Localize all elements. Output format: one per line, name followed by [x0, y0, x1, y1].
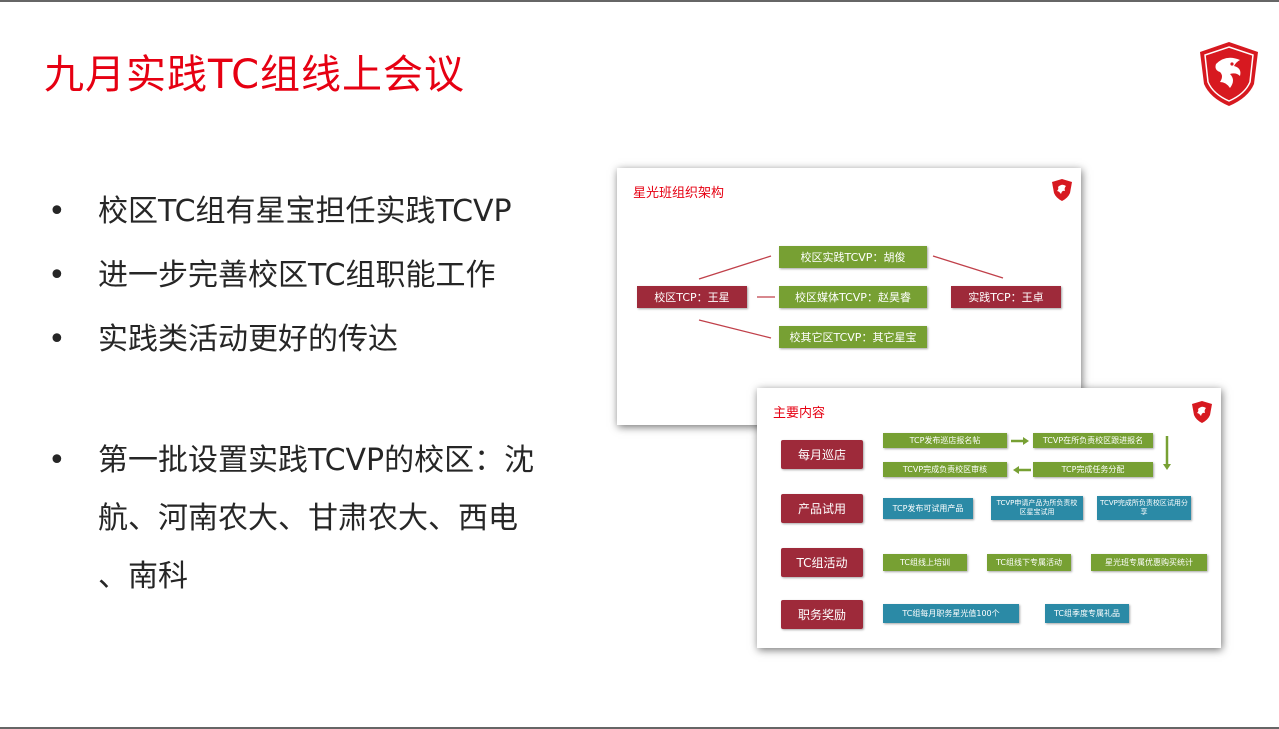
- org-box-practice-tcp: 实践TCP：王卓: [951, 286, 1061, 308]
- content-slide-title: 主要内容: [773, 406, 826, 421]
- process-arrows: [1011, 436, 1171, 474]
- bullet-marker: •: [48, 258, 66, 293]
- patrol-step-assign: TCP完成任务分配: [1033, 462, 1153, 477]
- bullet-list: • 校区TC组有星宝担任实践TCVP • 进一步完善校区TC组职能工作 • 实践…: [48, 180, 588, 606]
- bullet-text-line: 第一批设置实践TCVP的校区：沈: [98, 443, 535, 478]
- category-reward: 职务奖励: [781, 600, 863, 629]
- patrol-step-review: TCVP完成负责校区审核: [883, 462, 1007, 477]
- org-box-media-vp: 校区媒体TCVP：赵昊睿: [779, 286, 927, 308]
- category-trial: 产品试用: [781, 494, 863, 523]
- msi-logo-small: [1192, 401, 1212, 423]
- org-box-practice-vp: 校区实践TCVP：胡俊: [779, 246, 927, 268]
- msi-dragon-shield-logo: [1200, 42, 1258, 106]
- bullet-text: 实践类活动更好的传达: [98, 322, 398, 357]
- activity-offline-event: TC组线下专属活动: [987, 554, 1071, 571]
- bullet-text: 校区TC组有星宝担任实践TCVP: [98, 194, 512, 229]
- bullet-item: • 实践类活动更好的传达: [48, 308, 588, 372]
- trial-publish: TCP发布可试用产品: [883, 498, 973, 519]
- patrol-step-publish: TCP发布巡店报名帖: [883, 433, 1007, 448]
- bullet-item: • 进一步完善校区TC组职能工作: [48, 244, 588, 308]
- category-patrol: 每月巡店: [781, 440, 863, 469]
- bullet-marker: •: [48, 443, 66, 478]
- trial-share: TCVP完成所负责校区试用分享: [1097, 496, 1191, 520]
- org-chart-connectors: [698, 255, 1004, 339]
- org-box-tcp: 校区TCP：王星: [637, 286, 747, 308]
- bullet-text-line: 航、河南农大、甘肃农大、西电: [98, 501, 518, 536]
- msi-logo-small: [1052, 179, 1072, 201]
- trial-apply: TCVP申请产品为所负责校区星宝试用: [991, 496, 1083, 520]
- bullet-marker: •: [48, 322, 66, 357]
- main-content-slide-image: 主要内容 每月巡店 产品试用 TC组活动 职务奖励 TCP发布巡店报名帖 TCV…: [757, 388, 1221, 648]
- org-chart-slide-image: 星光班组织架构 校区TCP：王星 校区实践TCVP：胡俊 校区媒体TCVP：赵昊…: [617, 168, 1081, 425]
- activity-online-training: TC组线上培训: [883, 554, 967, 571]
- activity-discount-stats: 星光班专属优惠购买统计: [1091, 554, 1207, 571]
- slide-title: 九月实践TC组线上会议: [44, 52, 466, 98]
- org-box-other-vp: 校其它区TCVP：其它星宝: [779, 326, 927, 348]
- reward-quarterly-gift: TC组季度专属礼品: [1045, 604, 1129, 623]
- bullet-text: 进一步完善校区TC组职能工作: [98, 258, 496, 293]
- bullet-item: • 校区TC组有星宝担任实践TCVP: [48, 180, 588, 244]
- bullet-text-line: 、南科: [98, 559, 188, 594]
- reward-monthly-points: TC组每月职务星光值100个: [883, 604, 1019, 623]
- category-activity: TC组活动: [781, 548, 863, 577]
- patrol-step-follow: TCVP在所负责校区跟进报名: [1033, 433, 1153, 448]
- bullet-marker: •: [48, 194, 66, 229]
- org-chart-title: 星光班组织架构: [633, 186, 725, 201]
- bullet-item: • 第一批设置实践TCVP的校区：沈 航、河南农大、甘肃农大、西电 、南科: [48, 432, 588, 606]
